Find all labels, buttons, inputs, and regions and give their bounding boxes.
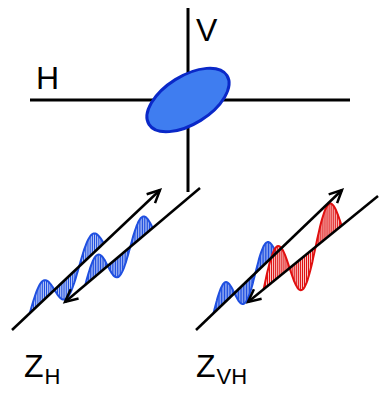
arrow-head (329, 190, 342, 203)
wave-hatch (269, 243, 270, 259)
wave-hatch (227, 283, 228, 300)
wave-hatch (298, 261, 299, 290)
arrow-head (248, 289, 262, 302)
axis-label: H (36, 62, 59, 94)
impedance-subscript: H (45, 366, 61, 388)
wave-hatch (296, 262, 297, 286)
wave-hatch (61, 283, 62, 298)
wave-hatch (241, 286, 242, 304)
wave-hatch (118, 256, 119, 276)
arrow-head (65, 289, 79, 302)
wave-hatch (42, 281, 43, 301)
wave-hatch (96, 255, 97, 275)
wave-hatch (144, 217, 145, 235)
wave-hatch (224, 283, 225, 303)
impedance-symbol: Z (24, 350, 44, 382)
wave-hatch (265, 244, 266, 264)
propagation-line (12, 190, 160, 330)
wave-hatch (96, 234, 97, 250)
wave-hatch (94, 233, 95, 251)
propagation-line (196, 190, 342, 330)
wave-hatch (283, 251, 284, 274)
wave-hatch (266, 242, 267, 262)
propagation-line (248, 196, 378, 302)
impedance-symbol: Z (196, 350, 216, 382)
wave-hatch (268, 242, 269, 260)
wave-hatch (244, 283, 245, 303)
wave-hatch (300, 259, 301, 290)
wave-hatch (98, 254, 99, 273)
wave-hatch (90, 236, 91, 256)
wave-hatch (44, 280, 45, 299)
wave-hatch (243, 285, 244, 304)
wave-hatch (240, 288, 241, 303)
wave-hatch (40, 283, 41, 303)
wave-hatch (145, 217, 146, 233)
wave-hatch (225, 282, 226, 301)
wave-curve (264, 204, 342, 291)
wave-hatch (64, 280, 65, 299)
wave-hatch (120, 255, 121, 274)
wave-hatch (92, 234, 93, 254)
arrow-head (147, 190, 160, 203)
wave-hatch (281, 248, 282, 275)
wave-hatch (302, 257, 303, 289)
wave-hatch (304, 256, 305, 287)
propagation-line (65, 188, 200, 302)
wave-hatch (62, 282, 63, 300)
wave-hatch (329, 204, 330, 236)
wave-hatch (325, 208, 326, 238)
wave-hatch (222, 284, 223, 304)
wave-group (12, 188, 378, 330)
wave-hatch (142, 217, 143, 237)
wave-hatch (48, 282, 49, 296)
wave-hatch (333, 206, 334, 232)
wave-hatch (327, 205, 328, 237)
wave-hatch (113, 261, 114, 276)
wave-hatch (115, 259, 116, 277)
axis-label: V (196, 14, 217, 46)
wave-hatch (140, 218, 141, 238)
wave-hatch (46, 280, 47, 297)
wave-hatch (100, 255, 101, 272)
wave-hatch (331, 204, 332, 234)
wave-hatch (117, 258, 118, 277)
wave-hatch (95, 257, 96, 277)
scatterer-ellipse (136, 55, 239, 144)
impedance-subscript: VH (217, 366, 248, 388)
